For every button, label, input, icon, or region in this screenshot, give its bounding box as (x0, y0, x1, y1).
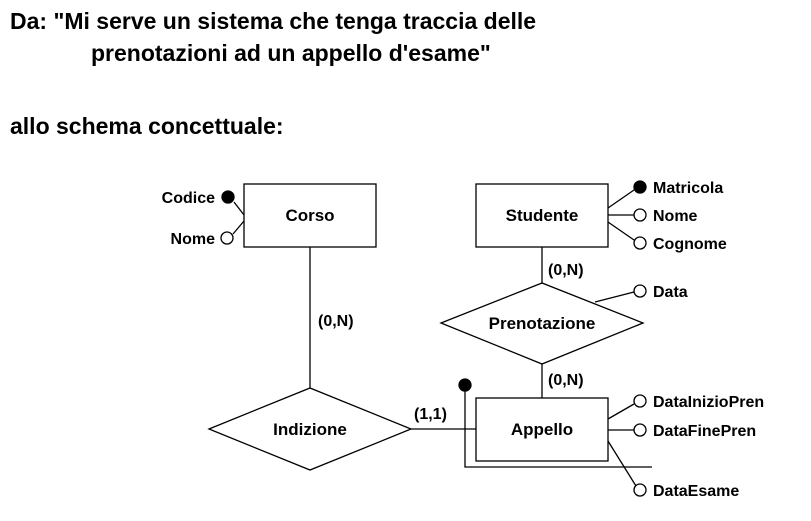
attribute-corso-nome: Nome (171, 220, 245, 248)
relationship-indizione-label: Indizione (273, 420, 347, 439)
identifier-dot (458, 378, 472, 392)
relationship-prenotazione-label: Prenotazione (489, 314, 596, 333)
attribute-corso-nome-label: Nome (171, 231, 216, 248)
relationship-prenotazione: Prenotazione (439, 282, 645, 365)
attribute-studente-matricola: Matricola (607, 180, 723, 209)
attribute-corso-codice-label: Codice (162, 190, 215, 207)
attribute-dot (220, 231, 234, 245)
cardinality-corso-indizione: (0,N) (318, 313, 354, 330)
attribute-studente-nome-label: Nome (653, 208, 698, 225)
attribute-studente-cognome-label: Cognome (653, 236, 727, 253)
key-attribute-dot (633, 180, 647, 194)
entity-corso-label: Corso (285, 206, 334, 225)
heading-line-1: Da: "Mi serve un sistema che tenga tracc… (10, 8, 537, 34)
cardinality-appello-indizione: (1,1) (414, 406, 447, 423)
attribute-dot (633, 394, 647, 408)
attribute-studente-cognome: Cognome (607, 221, 727, 253)
attribute-dot (633, 208, 647, 222)
attribute-prenotazione-data: Data (594, 284, 688, 303)
entity-appello: Appello (475, 397, 609, 462)
attribute-dot (633, 284, 647, 298)
cardinality-appello-prenotazione: (0,N) (548, 372, 584, 389)
attribute-appello-data-esame: DataEsame (607, 440, 739, 500)
attribute-dot (633, 423, 647, 437)
relationship-indizione: Indizione (207, 387, 413, 471)
attribute-appello-data-inizio-pren-label: DataInizioPren (653, 394, 764, 411)
attribute-corso-codice: Codice (162, 190, 245, 216)
attribute-studente-nome: Nome (608, 208, 698, 225)
cardinality-studente-prenotazione: (0,N) (548, 262, 584, 279)
section-subtitle: allo schema concettuale: (10, 113, 284, 139)
entity-appello-label: Appello (511, 420, 573, 439)
heading-line-2: prenotazioni ad un appello d'esame" (91, 40, 491, 66)
attribute-dot (633, 236, 647, 250)
entity-studente-label: Studente (506, 206, 579, 225)
entity-studente: Studente (475, 183, 609, 248)
entity-corso: Corso (243, 183, 377, 248)
attribute-appello-data-esame-label: DataEsame (653, 483, 739, 500)
attribute-studente-matricola-label: Matricola (653, 180, 723, 197)
attribute-dot (633, 483, 647, 497)
attribute-appello-data-inizio-pren: DataInizioPren (607, 394, 764, 420)
external-identifier (458, 378, 652, 468)
attribute-appello-data-fine-pren: DataFinePren (608, 423, 756, 440)
attribute-appello-data-fine-pren-label: DataFinePren (653, 423, 756, 440)
attribute-prenotazione-data-label: Data (653, 284, 688, 301)
key-attribute-dot (221, 190, 235, 204)
